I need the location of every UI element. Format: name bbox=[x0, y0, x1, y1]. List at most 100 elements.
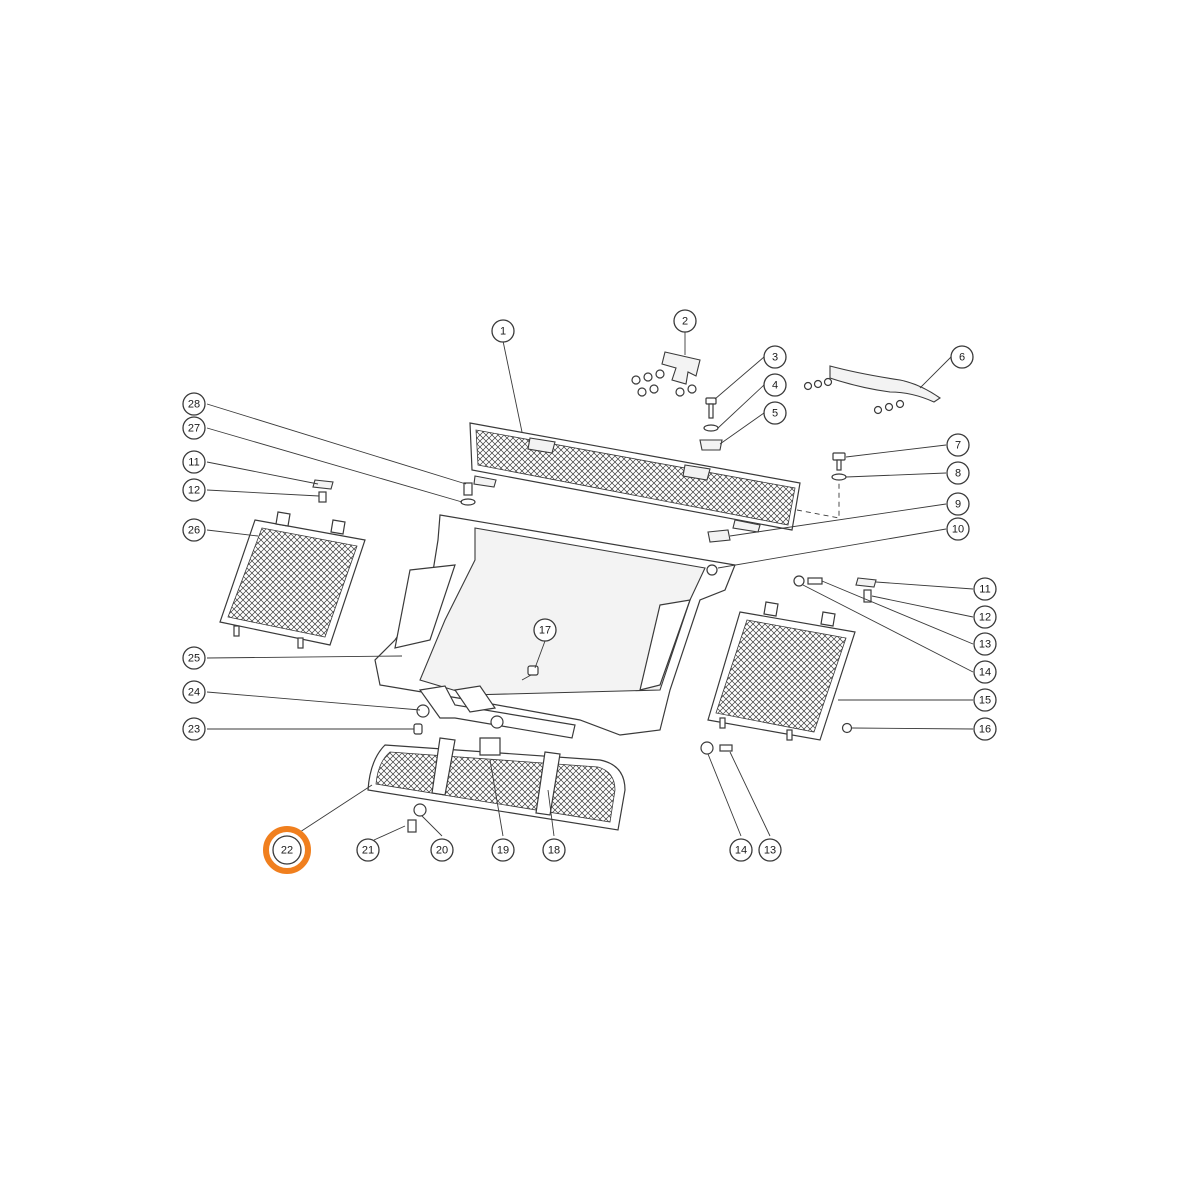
callout-23[interactable]: 23 bbox=[182, 717, 206, 741]
callout-label: 8 bbox=[955, 468, 961, 480]
callout-label: 21 bbox=[362, 845, 374, 857]
callout-14a[interactable]: 14 bbox=[973, 660, 997, 684]
callout-circle bbox=[182, 478, 206, 502]
callout-circle bbox=[946, 433, 970, 457]
callout-15[interactable]: 15 bbox=[973, 688, 997, 712]
callout-25[interactable]: 25 bbox=[182, 646, 206, 670]
bottom-grille-part-22 bbox=[367, 737, 626, 831]
callout-label: 13 bbox=[979, 639, 991, 651]
callout-6[interactable]: 6 bbox=[950, 345, 974, 369]
callout-circle bbox=[946, 461, 970, 485]
callout-label: 9 bbox=[955, 499, 961, 511]
callout-label: 1 bbox=[500, 326, 506, 338]
callout-label: 7 bbox=[955, 440, 961, 452]
badge-part-6 bbox=[803, 365, 941, 415]
callout-label: 11 bbox=[979, 584, 990, 596]
callout-10[interactable]: 10 bbox=[946, 517, 970, 541]
callout-label: 11 bbox=[188, 457, 199, 469]
callout-27[interactable]: 27 bbox=[182, 416, 206, 440]
washer-screw-parts-20-21 bbox=[407, 803, 427, 833]
callout-11a[interactable]: 11 bbox=[182, 450, 206, 474]
callout-label: 17 bbox=[539, 625, 551, 637]
callout-circle bbox=[758, 838, 782, 862]
callout-circle bbox=[763, 373, 787, 397]
callout-circle bbox=[182, 450, 206, 474]
callout-label: 14 bbox=[979, 667, 991, 679]
callout-16[interactable]: 16 bbox=[973, 717, 997, 741]
clip-part-9 bbox=[707, 529, 731, 543]
callout-label: 16 bbox=[979, 724, 991, 736]
callout-24[interactable]: 24 bbox=[182, 680, 206, 704]
callout-label: 18 bbox=[548, 845, 560, 857]
screw-washer-clip-parts bbox=[699, 397, 723, 451]
callout-circle bbox=[973, 605, 997, 629]
callout-13a[interactable]: 13 bbox=[973, 632, 997, 656]
callout-label: 13 bbox=[764, 845, 776, 857]
callout-circle bbox=[182, 680, 206, 704]
callout-4[interactable]: 4 bbox=[763, 373, 787, 397]
bracket-strap-part bbox=[418, 685, 576, 739]
callout-circle bbox=[491, 838, 515, 862]
screw-washer-parts-27-28 bbox=[460, 482, 476, 506]
callout-1[interactable]: 1 bbox=[491, 319, 515, 343]
callout-circle bbox=[272, 835, 302, 865]
callout-18[interactable]: 18 bbox=[542, 838, 566, 862]
callout-2[interactable]: 2 bbox=[673, 309, 697, 333]
callout-label: 6 bbox=[959, 352, 965, 364]
callout-21[interactable]: 21 bbox=[356, 838, 380, 862]
right-grille-part-15 bbox=[707, 601, 856, 741]
callout-label: 28 bbox=[188, 399, 200, 411]
callout-layer: 1234567891011121112131415161718192021222… bbox=[182, 309, 997, 874]
top-grille-part bbox=[469, 422, 801, 533]
callout-12b[interactable]: 12 bbox=[973, 605, 997, 629]
callout-label: 22 bbox=[281, 845, 293, 857]
callout-label: 27 bbox=[188, 423, 200, 435]
callout-3[interactable]: 3 bbox=[763, 345, 787, 369]
callout-circle bbox=[533, 618, 557, 642]
callout-label: 10 bbox=[952, 524, 964, 536]
callout-circle bbox=[430, 838, 454, 862]
callout-label: 12 bbox=[188, 485, 200, 497]
callout-label: 24 bbox=[188, 687, 200, 699]
callout-11b[interactable]: 11 bbox=[973, 577, 997, 601]
left-grille-part-26 bbox=[219, 511, 366, 649]
callout-5[interactable]: 5 bbox=[763, 401, 787, 425]
callout-label: 4 bbox=[772, 380, 778, 392]
callout-12a[interactable]: 12 bbox=[182, 478, 206, 502]
callout-circle bbox=[973, 717, 997, 741]
callout-label: 2 bbox=[682, 316, 688, 328]
callout-circle bbox=[973, 688, 997, 712]
callout-17[interactable]: 17 bbox=[533, 618, 557, 642]
callout-19[interactable]: 19 bbox=[491, 838, 515, 862]
screw-part-17 bbox=[521, 665, 539, 681]
callout-label: 5 bbox=[772, 408, 778, 420]
callout-label: 25 bbox=[188, 653, 200, 665]
callout-circle bbox=[973, 632, 997, 656]
callout-circle bbox=[182, 717, 206, 741]
callout-14b[interactable]: 14 bbox=[729, 838, 753, 862]
callout-circle bbox=[729, 838, 753, 862]
leader-lines bbox=[206, 332, 974, 841]
callout-28[interactable]: 28 bbox=[182, 392, 206, 416]
callout-8[interactable]: 8 bbox=[946, 461, 970, 485]
callout-circle bbox=[182, 392, 206, 416]
callout-circle bbox=[946, 492, 970, 516]
callout-7[interactable]: 7 bbox=[946, 433, 970, 457]
callout-circle bbox=[182, 416, 206, 440]
clip-screw-left-parts bbox=[312, 479, 334, 503]
callout-circle bbox=[182, 646, 206, 670]
callout-label: 26 bbox=[188, 525, 200, 537]
callout-label: 20 bbox=[436, 845, 448, 857]
callout-circle bbox=[542, 838, 566, 862]
callout-circle bbox=[946, 517, 970, 541]
callout-label: 19 bbox=[497, 845, 509, 857]
callout-circle bbox=[950, 345, 974, 369]
callout-circle bbox=[491, 319, 515, 343]
callout-9[interactable]: 9 bbox=[946, 492, 970, 516]
callout-22[interactable]: 22 bbox=[263, 826, 311, 874]
callout-20[interactable]: 20 bbox=[430, 838, 454, 862]
callout-13b[interactable]: 13 bbox=[758, 838, 782, 862]
callout-26[interactable]: 26 bbox=[182, 518, 206, 542]
